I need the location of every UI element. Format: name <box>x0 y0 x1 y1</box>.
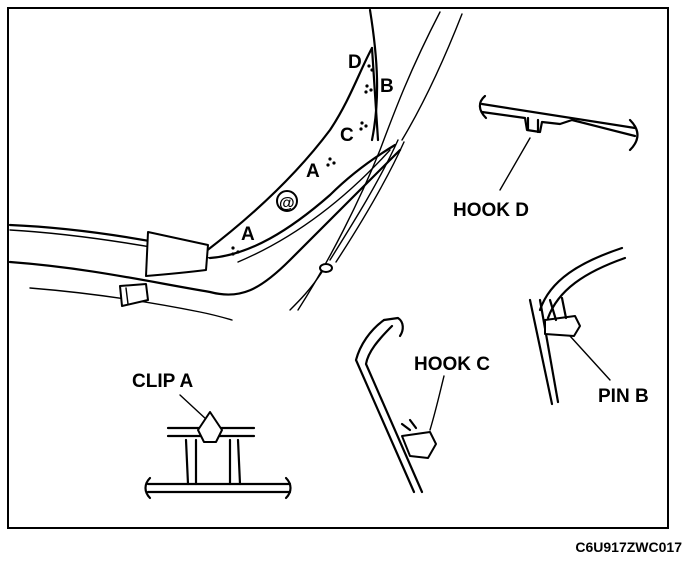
hook-d-detail: HOOK D <box>453 94 639 221</box>
label-b: B <box>380 76 394 97</box>
hook-c-detail: HOOK C <box>354 316 490 494</box>
frame-border <box>7 7 669 529</box>
hook-c-label: HOOK C <box>414 354 490 375</box>
label-c: C <box>340 125 354 146</box>
pin-b-detail: PIN B <box>528 246 649 407</box>
clip-a-label: CLIP A <box>132 371 194 392</box>
pin-b-label: PIN B <box>598 386 649 407</box>
label-a-upper: A <box>306 161 320 182</box>
pillar-assembly: @ A A C B D <box>8 8 463 321</box>
label-a-lower: A <box>241 224 255 245</box>
label-d: D <box>348 52 362 73</box>
hook-d-label: HOOK D <box>453 200 529 221</box>
figure-code: C6U917ZWC017 <box>575 539 682 555</box>
airbag-mark: @ <box>279 195 295 212</box>
clip-a-detail: CLIP A <box>132 371 292 500</box>
